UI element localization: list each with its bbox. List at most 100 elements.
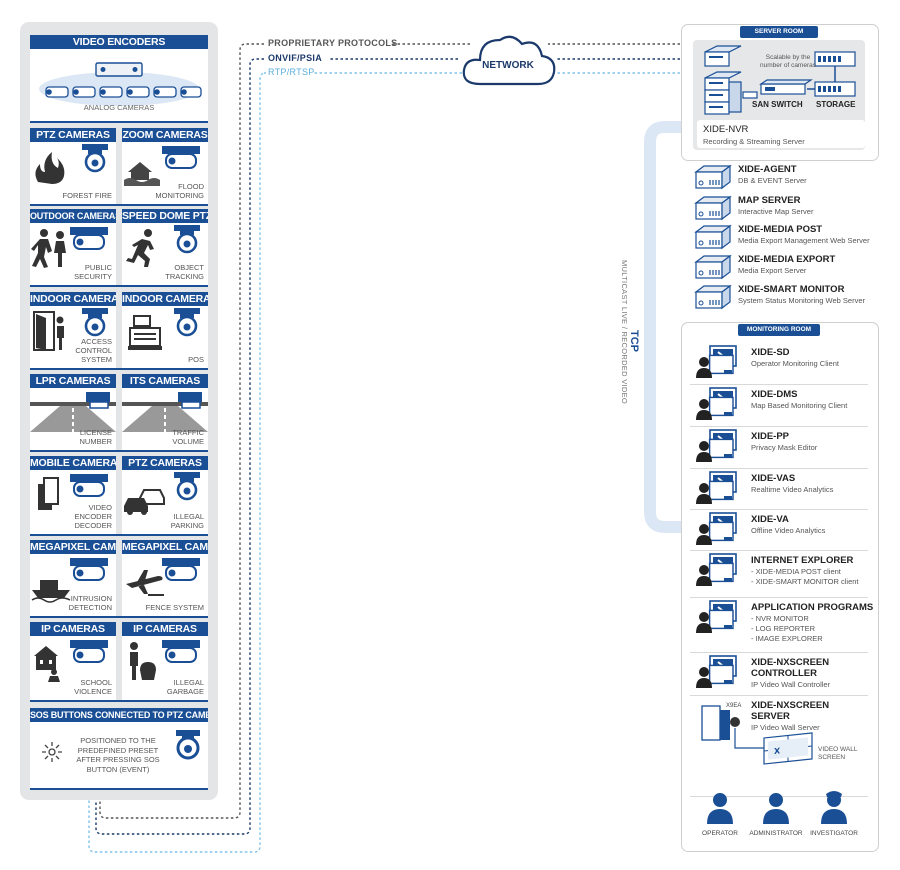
camera-cell-label: PUBLIC SECURITY xyxy=(74,263,112,281)
server-desc: Media Export Server xyxy=(738,266,807,275)
rtp-label: RTP/RTSP xyxy=(268,67,315,77)
camera-cell-header: IP CAMERAS xyxy=(30,622,116,636)
role-label: ADMINISTRATOR xyxy=(749,830,803,837)
camera-cell: ITS CAMERAS TRAFFIC VOLUME xyxy=(122,374,208,450)
server-icon xyxy=(694,254,732,280)
san-switch-label: SAN SWITCH xyxy=(752,100,803,109)
server-desc: DB & EVENT Server xyxy=(738,176,807,185)
client-desc: IP Video Wall Server xyxy=(751,723,820,732)
camera-cell-label: VIDEO ENCODER DECODER xyxy=(74,503,112,530)
operator-workstation-icon xyxy=(696,655,737,688)
operator-workstation-icon xyxy=(696,512,737,545)
client-desc: Offline Video Analytics xyxy=(751,526,826,535)
server-room-title: SERVER ROOM xyxy=(740,26,818,38)
flood-icon xyxy=(124,146,200,186)
server-desc: Interactive Map Server xyxy=(738,207,814,216)
client-name: INTERNET EXPLORER xyxy=(751,555,854,566)
school-icon xyxy=(34,640,108,682)
airplane-icon xyxy=(126,558,200,596)
camera-cell-label: FLOOD MONITORING xyxy=(155,182,204,200)
camera-cell: MOBILE CAMERAS VIDEO ENCODER DECODER xyxy=(30,456,116,534)
cash-register-icon xyxy=(128,308,200,350)
camera-cell: MEGAPIXEL CAMS FENCE SYSTEM xyxy=(122,540,208,616)
separator xyxy=(30,368,208,370)
divider xyxy=(690,468,868,469)
camera-cell-label: ILLEGAL PARKING xyxy=(170,512,204,530)
operator-workstation-icon xyxy=(696,553,737,586)
nvr-desc: Recording & Streaming Server xyxy=(703,137,805,146)
analog-cameras-icon xyxy=(39,62,202,106)
client-name: XIDE-PP xyxy=(751,431,790,442)
role-label: OPERATOR xyxy=(702,830,738,837)
client-desc: IP Video Wall Controller xyxy=(751,680,831,689)
proprietary-protocols-label: PROPRIETARY PROTOCOLS xyxy=(268,38,398,48)
tcp-label: TCP xyxy=(628,330,640,352)
server-name: MAP SERVER xyxy=(738,195,801,206)
camera-cell-header: ZOOM CAMERAS xyxy=(122,128,208,142)
operator-icon xyxy=(707,793,733,824)
video-wall-label: VIDEO WALL SCREEN xyxy=(818,746,858,761)
sos-header: SOS BUTTONS CONNECTED TO PTZ CAMERAS xyxy=(30,708,208,722)
camera-cell-header: MEGAPIXEL CAMS xyxy=(122,540,208,554)
ptz-camera-icon xyxy=(176,730,200,760)
video-encoders-header: VIDEO ENCODERS xyxy=(30,35,208,49)
operator-workstation-icon xyxy=(696,345,737,378)
camera-cell-label: OBJECT TRACKING xyxy=(165,263,204,281)
divider xyxy=(690,597,868,598)
camera-cell-label: TRAFFIC VOLUME xyxy=(172,428,204,446)
separator xyxy=(30,700,208,702)
camera-cell-label: FENCE SYSTEM xyxy=(145,603,204,612)
client-name: XIDE-VA xyxy=(751,514,789,525)
operator-workstation-icon xyxy=(696,600,737,633)
divider xyxy=(690,426,868,427)
garbage-icon xyxy=(130,640,200,680)
video-wall-icon: X xyxy=(701,705,813,765)
separator xyxy=(30,788,208,790)
storage-label: STORAGE xyxy=(816,100,856,109)
proprietary-line xyxy=(99,43,690,819)
fire-icon xyxy=(35,144,108,184)
separator xyxy=(30,285,208,287)
video-encoders-box: VIDEO ENCODERS ANALOG CAMERAS xyxy=(30,35,208,121)
client-name: XIDE-VAS xyxy=(751,473,796,484)
client-desc: Realtime Video Analytics xyxy=(751,485,834,494)
operator-workstation-icon xyxy=(696,429,737,462)
analog-cameras-label: ANALOG CAMERAS xyxy=(83,103,155,112)
onvif-line xyxy=(95,58,690,835)
camera-cell-header: MOBILE CAMERAS xyxy=(30,456,116,470)
running-man-icon xyxy=(126,225,200,267)
camera-cell: PTZ CAMERAS FOREST FIRE xyxy=(30,128,116,204)
camera-cell-label: POS xyxy=(188,355,204,364)
client-desc: Privacy Mask Editor xyxy=(751,443,818,452)
monitoring-room-title: MONITORING ROOM xyxy=(738,324,820,336)
mobile-device-icon xyxy=(38,474,108,510)
cars-icon xyxy=(124,472,200,515)
separator xyxy=(30,121,208,123)
server-icon xyxy=(694,164,732,190)
network-label: NETWORK xyxy=(482,60,534,71)
separator xyxy=(30,204,208,206)
onvif-label: ONVIF/PSIA xyxy=(268,53,323,63)
road-icon xyxy=(122,392,208,432)
camera-cell-label: FOREST FIRE xyxy=(62,191,112,200)
camera-cell-header: ITS CAMERAS xyxy=(122,374,208,388)
thief-icon xyxy=(31,227,108,268)
operator-workstation-icon xyxy=(696,471,737,504)
camera-cell-header: OUTDOOR CAMERAS xyxy=(30,209,116,223)
server-icon xyxy=(694,195,732,221)
client-desc: - XIDE-MEDIA POST client - XIDE-SMART MO… xyxy=(751,567,859,586)
camera-cell-header: PTZ CAMERAS xyxy=(30,128,116,142)
divider xyxy=(690,550,868,551)
client-name: XIDE-NXSCREEN CONTROLLER xyxy=(751,657,830,679)
road-icon xyxy=(30,392,116,432)
server-icon xyxy=(694,284,732,310)
camera-cell: OUTDOOR CAMERAS PUBLIC SECURITY xyxy=(30,209,116,285)
tcp-band xyxy=(644,121,706,533)
multicast-label: MULTICAST LIVE / RECORDED VIDEO xyxy=(620,260,629,405)
server-name: XIDE-MEDIA POST xyxy=(738,224,823,235)
separator xyxy=(30,534,208,536)
